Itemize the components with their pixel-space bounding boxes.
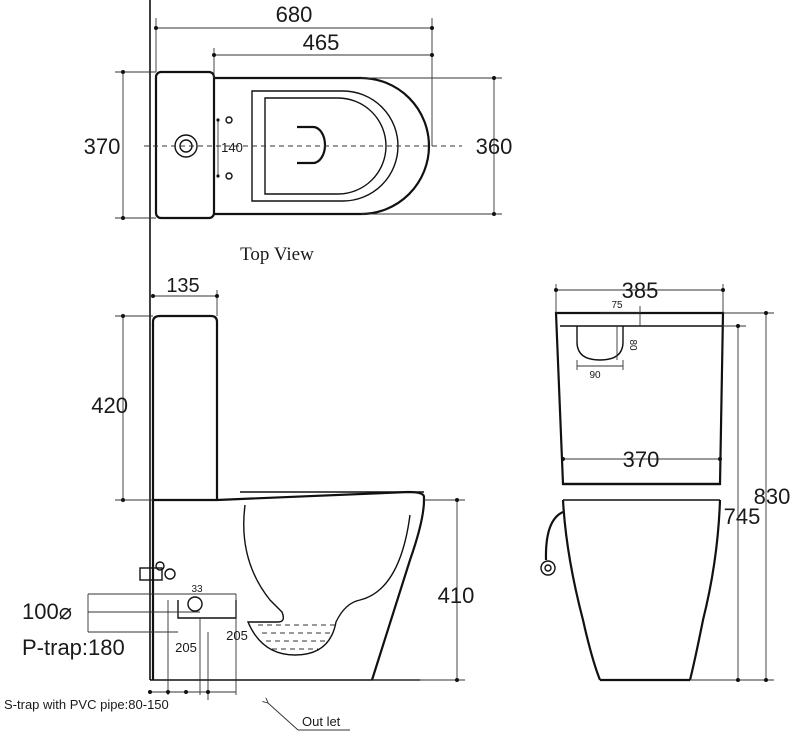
dim-140: 140 <box>221 140 243 155</box>
front-hose <box>544 510 564 561</box>
outlet-pipe <box>187 596 203 612</box>
dim-745: 745 <box>724 504 761 529</box>
top-drain <box>297 125 327 165</box>
front-bowl-outline <box>561 499 722 681</box>
front-hose-nut <box>540 560 556 576</box>
dim-205-b: 205 <box>226 628 248 643</box>
dim-360: 360 <box>476 134 513 159</box>
side-bowl-inner <box>243 504 411 656</box>
fixing-hole-top <box>225 116 233 124</box>
dim-135: 135 <box>166 275 199 297</box>
dim-205-a: 205 <box>175 640 197 655</box>
side-view: 33 135 420 410 100⌀ P-trap:180 20 <box>4 275 475 731</box>
dim-420: 420 <box>91 393 128 418</box>
top-view-caption: Top View <box>240 244 314 265</box>
p-trap-label: P-trap:180 <box>22 635 125 660</box>
dim-465: 465 <box>303 30 340 55</box>
dim-830: 830 <box>754 484 791 509</box>
top-bowl-inner <box>251 90 399 202</box>
fixing-hole-bottom <box>225 172 233 180</box>
dim-75: 75 <box>611 300 623 311</box>
top-view: 680 465 370 360 140 Top View <box>84 2 513 265</box>
dim-370-top: 370 <box>84 134 121 159</box>
side-seat <box>216 490 426 502</box>
front-button-recess <box>576 326 624 361</box>
front-view: 385 75 80 90 370 830 745 <box>540 278 791 682</box>
top-tank-outline <box>154 70 216 220</box>
side-bowl-body <box>151 499 426 681</box>
dim-90: 90 <box>589 370 601 381</box>
side-tank-outline <box>151 314 219 500</box>
dim-370-front: 370 <box>623 447 660 472</box>
s-trap-note: S-trap with PVC pipe:80-150 <box>4 697 169 712</box>
top-bowl-rim <box>264 97 387 195</box>
dim-410: 410 <box>438 583 475 608</box>
dim-100: 100⌀ <box>22 599 72 624</box>
top-bowl-outline <box>214 76 431 216</box>
outlet-label: Out let <box>302 714 341 729</box>
angle-valve <box>139 567 163 581</box>
dim-80: 80 <box>627 339 638 351</box>
dim-33: 33 <box>191 584 203 595</box>
dim-385: 385 <box>622 278 659 303</box>
dim-680: 680 <box>276 2 313 27</box>
